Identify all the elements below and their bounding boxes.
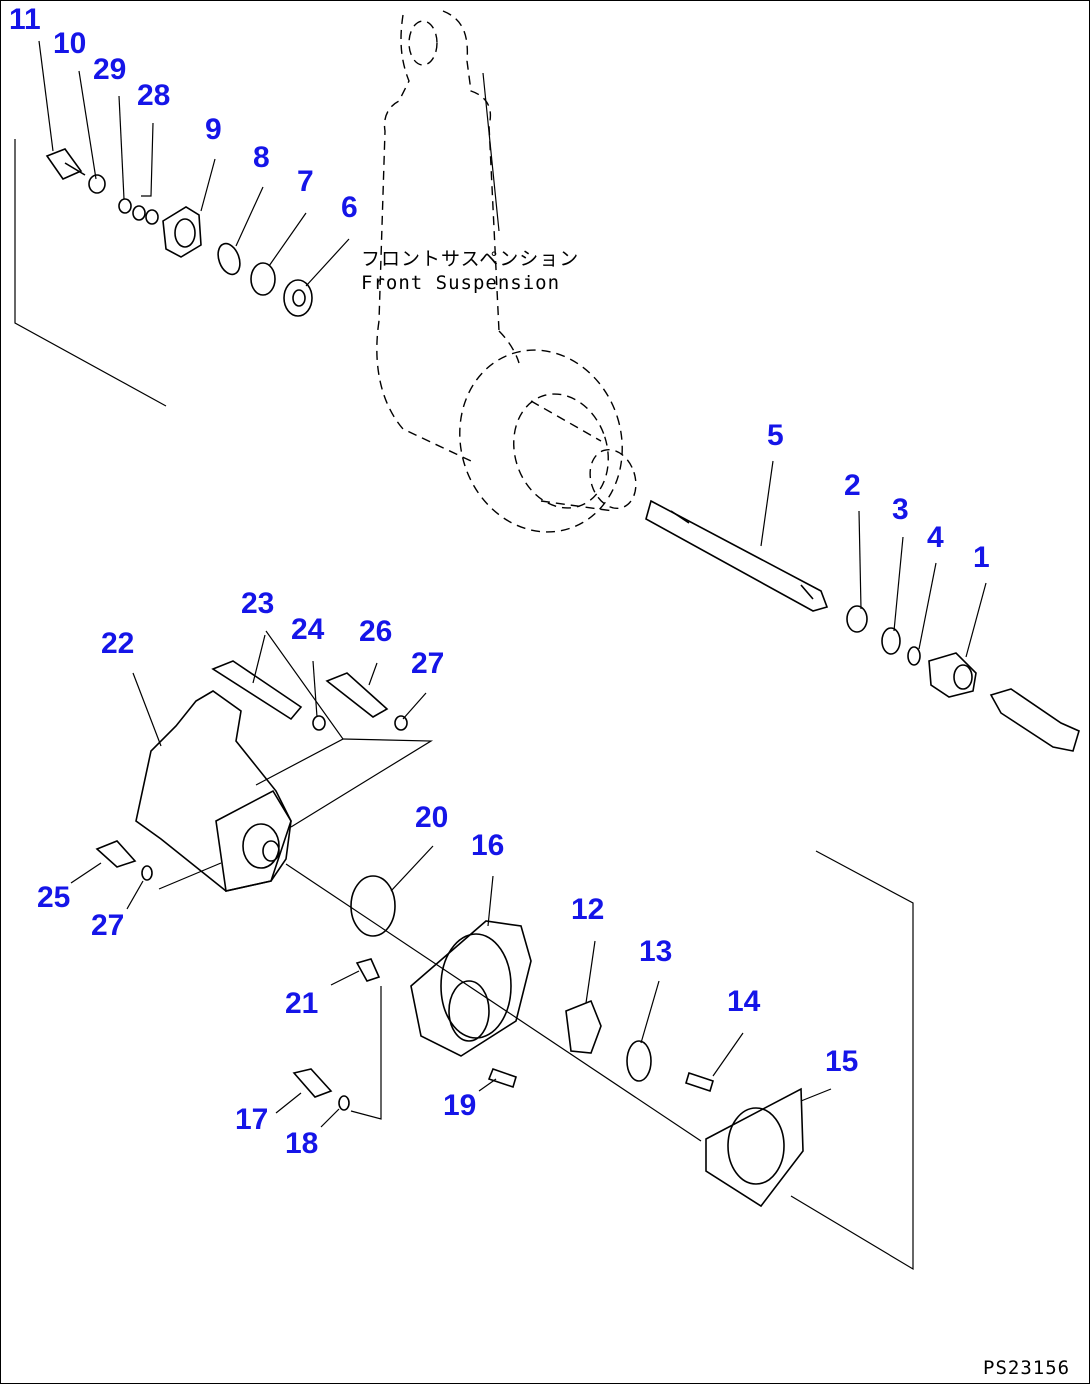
- callout-24: 24: [291, 613, 325, 646]
- callout-11: 11: [9, 3, 41, 36]
- callout-18: 18: [285, 1127, 319, 1160]
- callout-19: 19: [443, 1089, 477, 1122]
- callout-8: 8: [253, 141, 270, 174]
- callout-26: 26: [359, 615, 393, 648]
- callout-17: 17: [235, 1103, 269, 1136]
- leader-lines: [38, 40, 987, 1128]
- motor-assembly: [95, 660, 408, 892]
- assembly-axis-lines: [14, 139, 914, 1271]
- upper-left-parts: [45, 148, 313, 317]
- callout-15: 15: [825, 1045, 859, 1078]
- callout-23: 23: [241, 587, 275, 620]
- callout-7: 7: [297, 165, 314, 198]
- callout-27-lower: 27: [91, 909, 125, 942]
- callout-28: 28: [137, 79, 171, 112]
- callout-25: 25: [37, 881, 71, 914]
- shaft-part: [645, 499, 829, 612]
- callout-5: 5: [767, 419, 784, 452]
- right-side-parts: [846, 605, 1080, 752]
- callout-22: 22: [101, 627, 135, 660]
- callout-27-upper: 27: [411, 647, 445, 680]
- callout-3: 3: [892, 493, 909, 526]
- drawing-code: PS23156: [983, 1357, 1071, 1379]
- callout-14: 14: [727, 985, 761, 1018]
- callout-13: 13: [639, 935, 673, 968]
- callout-1: 1: [973, 541, 990, 574]
- housing-assembly: [292, 920, 804, 1208]
- caption-japanese: フロントサスペンション: [361, 248, 580, 270]
- callout-2: 2: [844, 469, 861, 502]
- callout-4: 4: [927, 521, 944, 554]
- callout-29: 29: [93, 53, 127, 86]
- callout-16: 16: [471, 829, 505, 862]
- callout-9: 9: [205, 113, 222, 146]
- callout-10: 10: [53, 27, 87, 60]
- front-suspension-outline: [376, 10, 637, 533]
- callout-21: 21: [285, 987, 319, 1020]
- caption-english: Front Suspension: [361, 272, 561, 294]
- callout-20: 20: [415, 801, 449, 834]
- callout-6: 6: [341, 191, 358, 224]
- callout-12: 12: [571, 893, 605, 926]
- o-ring-part: [350, 875, 396, 937]
